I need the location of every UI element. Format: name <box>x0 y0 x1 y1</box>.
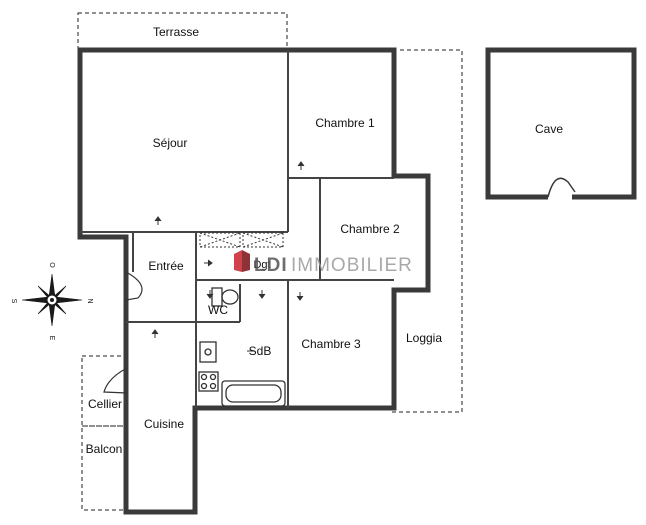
chambre2-label: Chambre 2 <box>340 222 400 236</box>
ldi-brand-text: LDI <box>254 255 288 276</box>
cellier-label: Cellier <box>88 397 122 411</box>
main-walls <box>77 47 431 515</box>
sdb-label: SdB <box>249 344 272 358</box>
compass-north: N <box>86 298 93 303</box>
cooktop <box>198 371 219 392</box>
cave-label: Cave <box>535 122 563 136</box>
terrasse-label: Terrasse <box>153 25 199 39</box>
cave-walls <box>485 47 637 200</box>
loggia-label: Loggia <box>406 331 442 345</box>
vent-markers <box>151 161 305 352</box>
balcon-outline <box>81 425 128 511</box>
ldi-immobilier-text: IMMOBILIER <box>291 255 413 276</box>
compass-rose: O E N S <box>10 262 93 340</box>
balcon-label: Balcon <box>86 442 123 456</box>
loggia-outline <box>390 49 463 413</box>
entree-label: Entrée <box>148 259 184 273</box>
door-swings <box>103 271 143 394</box>
compass-south: S <box>10 299 17 304</box>
closet-hatches <box>199 232 284 248</box>
chambre1-label: Chambre 1 <box>315 116 375 130</box>
compass-west: O <box>48 262 55 268</box>
fixtures <box>198 287 286 407</box>
wc-label: WC <box>208 303 228 317</box>
dgt-label: Dgt <box>253 259 270 271</box>
wc-bowl <box>221 289 239 305</box>
bathtub <box>221 380 286 407</box>
ldi-watermark: LDI IMMOBILIER <box>234 250 413 276</box>
interior-walls <box>80 50 394 408</box>
cuisine-label: Cuisine <box>144 417 184 431</box>
compass-east: E <box>48 336 55 341</box>
ldi-logo-mark <box>234 250 250 272</box>
sejour-label: Séjour <box>153 136 188 150</box>
outer-wall <box>77 47 431 515</box>
chambre3-label: Chambre 3 <box>301 337 361 351</box>
washbasin <box>199 341 217 363</box>
